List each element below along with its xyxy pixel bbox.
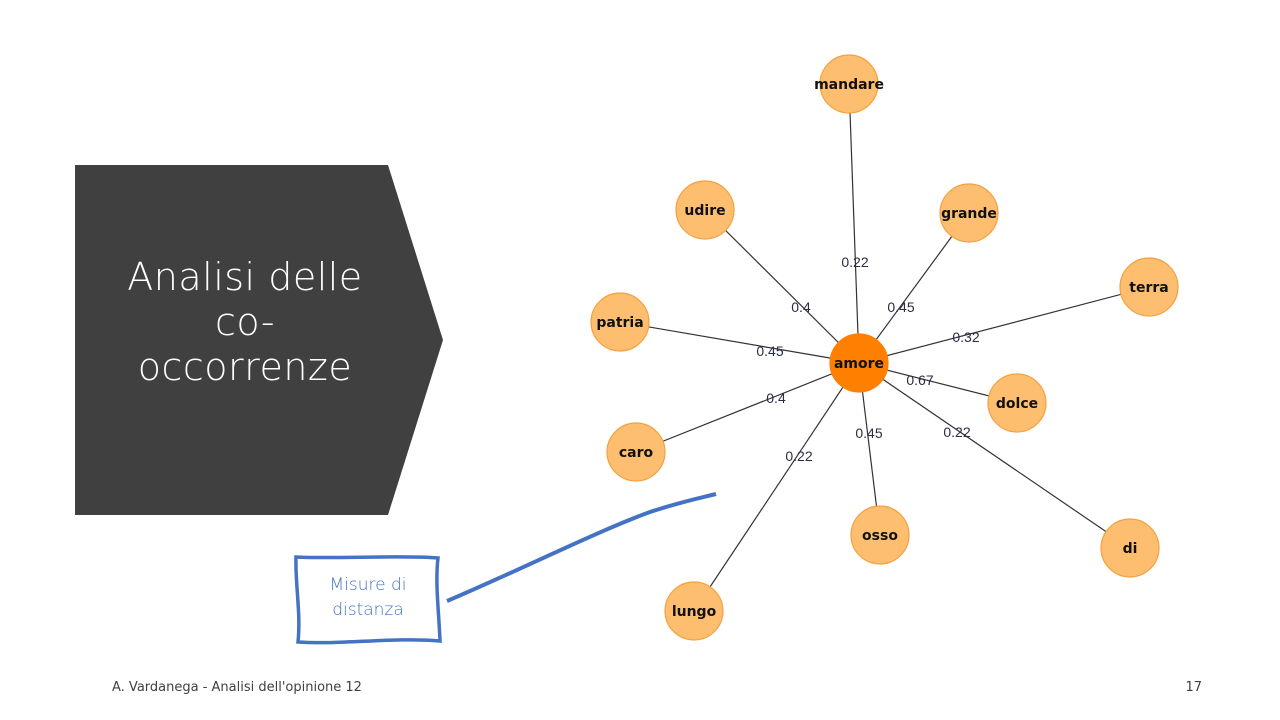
title-line-1: Analisi delle (127, 255, 363, 299)
edge-weight-label-dolce: 0.67 (906, 372, 933, 388)
title-line-2: co- (214, 300, 276, 344)
node-label-osso: osso (862, 528, 898, 544)
edge-amore-caro (635, 362, 860, 453)
edge-amore-grande (858, 212, 970, 364)
page-number: 17 (1185, 680, 1202, 695)
node-circle-dolce (987, 373, 1047, 433)
node-label-mandare: mandare (814, 77, 884, 93)
callout-box (294, 555, 442, 645)
edge-weight-label-osso: 0.45 (855, 425, 882, 441)
edge-weight-label-lungo: 0.22 (785, 448, 812, 464)
callout-line-2: distanza (332, 600, 404, 620)
node-label-caro: caro (619, 445, 654, 461)
node-label-di: di (1123, 541, 1138, 557)
node-label-amore: amore (834, 356, 884, 372)
node-label-terra: terra (1129, 280, 1168, 296)
node-circle-di (1100, 518, 1160, 578)
node-circle-udire (675, 180, 735, 240)
footer-text: A. Vardanega - Analisi dell'opinione 12 (112, 680, 362, 695)
edge-weight-label-grande: 0.45 (887, 299, 914, 315)
node-patria: patria (590, 292, 650, 352)
node-label-dolce: dolce (996, 396, 1038, 412)
node-circle-amore (829, 333, 889, 393)
node-dolce: dolce (987, 373, 1047, 433)
edge-amore-di (858, 362, 1131, 549)
node-mandare: mandare (814, 54, 884, 114)
edge-amore-udire (704, 209, 860, 364)
edge-amore-terra (858, 286, 1150, 364)
callout-connector-line (446, 492, 717, 603)
nodes-layer: amore mandare udire grande terra patria dolce c… (590, 54, 1179, 641)
node-caro: caro (606, 422, 666, 482)
node-di: di (1100, 518, 1160, 578)
node-lungo: lungo (664, 581, 724, 641)
edge-weight-label-caro: 0.4 (766, 390, 786, 406)
edge-weight-label-mandare: 0.22 (841, 254, 868, 270)
node-circle-osso (850, 505, 910, 565)
node-grande: grande (939, 183, 999, 243)
edge-weight-label-patria: 0.45 (756, 343, 783, 359)
node-circle-lungo (664, 581, 724, 641)
edge-weight-label-udire: 0.4 (791, 299, 811, 315)
slide-title: Analisi delle co- occorrenze (75, 255, 415, 390)
node-udire: udire (675, 180, 735, 240)
edge-amore-mandare (848, 83, 860, 364)
node-label-patria: patria (596, 315, 643, 331)
node-circle-caro (606, 422, 666, 482)
node-label-grande: grande (941, 206, 997, 222)
node-label-udire: udire (684, 203, 725, 219)
edge-weight-label-di: 0.22 (943, 424, 970, 440)
chevron-background (75, 165, 443, 515)
node-circle-patria (590, 292, 650, 352)
node-terra: terra (1119, 257, 1179, 317)
title-line-3: occorrenze (137, 345, 353, 389)
node-amore: amore (829, 333, 889, 393)
node-circle-grande (939, 183, 999, 243)
node-osso: osso (850, 505, 910, 565)
node-circle-terra (1119, 257, 1179, 317)
edge-amore-lungo (693, 362, 860, 612)
edge-labels-layer: 0.22 0.4 0.45 0.32 0.45 0.67 0.4 0.45 0.22 0.22 (756, 254, 979, 464)
callout-line-1: Misure di (329, 575, 407, 595)
callout-text: Misure di distanza (296, 573, 440, 623)
edge-weight-label-terra: 0.32 (952, 329, 979, 345)
edge-amore-patria (619, 321, 860, 364)
node-circle-mandare (819, 54, 879, 114)
node-label-lungo: lungo (672, 604, 717, 620)
